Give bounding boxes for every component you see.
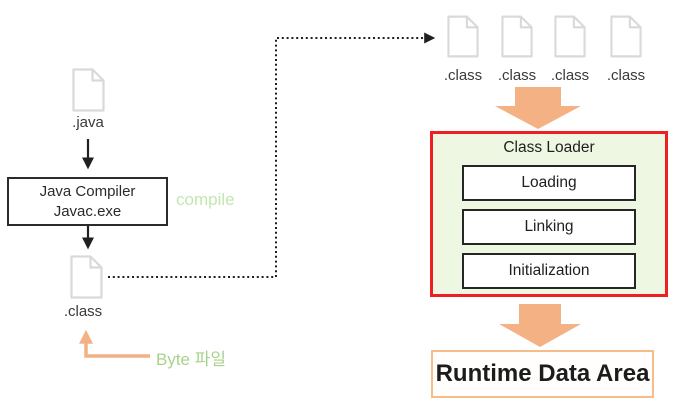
- class-file-icon: [610, 15, 642, 58]
- stage-loading: Loading: [462, 165, 636, 201]
- stage-initialization: Initialization: [462, 253, 636, 289]
- class-file-label: .class: [443, 67, 483, 84]
- byte-callout-arrow-icon: [79, 329, 150, 358]
- class-file-icon: [447, 15, 479, 58]
- runtime-data-area-label: Runtime Data Area: [435, 360, 650, 387]
- down-block-arrow-to-runtime-icon: [499, 304, 581, 347]
- stage-linking: Linking: [462, 209, 636, 245]
- compiler-name-line2: Javac.exe: [53, 202, 122, 220]
- runtime-data-area-box: Runtime Data Area: [431, 350, 654, 398]
- loaded-class-file: .class: [490, 14, 544, 84]
- byte-file-label: Byte 파일: [156, 350, 227, 369]
- loaded-class-file: .class: [436, 14, 490, 84]
- class-loader-title: Class Loader: [503, 139, 595, 156]
- compile-label: compile: [176, 190, 235, 209]
- class-file-icon: [70, 255, 103, 299]
- class-file-label: .class: [497, 67, 537, 84]
- loaded-class-file: .class: [543, 14, 597, 84]
- compiler-name-line1: Java Compiler: [39, 182, 136, 200]
- dotted-arrow-class-to-loader-icon: [108, 32, 436, 278]
- java-compiler-box: Java Compiler Javac.exe: [7, 177, 168, 226]
- loaded-class-file: .class: [599, 14, 653, 84]
- class-file-label: .class: [606, 67, 646, 84]
- down-block-arrow-to-classloader-icon: [495, 87, 581, 129]
- java-file-label: .java: [72, 114, 104, 131]
- class-loader-box: Class Loader Loading Linking Initializat…: [430, 131, 668, 297]
- class-file-icon: [501, 15, 533, 58]
- class-file-label: .class: [550, 67, 590, 84]
- class-file-icon: [554, 15, 586, 58]
- java-file-icon: [72, 68, 105, 112]
- class-file-label: .class: [63, 303, 103, 320]
